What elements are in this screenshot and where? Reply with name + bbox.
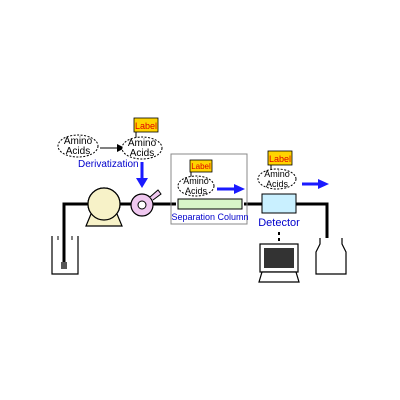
- label-tag-3: Label: [269, 154, 291, 164]
- molecule-text-line1: Amino: [128, 138, 157, 149]
- solvent-reservoir: [51, 236, 79, 275]
- molecule-text-line2: Acids: [130, 148, 154, 159]
- amino-acids-molecule-labeled-1: Label Amino Acids: [121, 117, 163, 160]
- label-tag-1: Label: [135, 121, 157, 131]
- derivatization-label: Derivatization: [78, 159, 139, 170]
- label-tag-2: Label: [191, 162, 211, 171]
- amino-acids-molecule-labeled-3: Label Amino Acids: [257, 150, 297, 190]
- injector: [130, 189, 162, 217]
- computer-monitor: [258, 243, 300, 283]
- pump: [85, 187, 123, 227]
- blue-arrow-down: [136, 162, 148, 188]
- blue-arrow-right-2: [302, 179, 329, 189]
- molecule-text-line1: Amino: [264, 169, 290, 179]
- detector-label: Detector: [258, 217, 300, 229]
- molecule-text-line2: Acids: [185, 186, 208, 196]
- molecule-text-line2: Acids: [266, 179, 289, 189]
- molecule-text-line1: Amino: [64, 136, 93, 147]
- separation-column-panel: Label Amino Acids Separation Column: [170, 153, 249, 225]
- waste-bottle: [315, 238, 347, 275]
- amino-acids-molecule-raw: Amino Acids: [57, 134, 99, 158]
- detector: [261, 193, 297, 214]
- molecule-text-line1: Amino: [183, 176, 209, 186]
- separation-column: [177, 198, 243, 210]
- molecule-text-line2: Acids: [66, 146, 90, 157]
- blue-arrow-right-1: [217, 184, 245, 194]
- separation-column-label: Separation Column: [171, 212, 248, 222]
